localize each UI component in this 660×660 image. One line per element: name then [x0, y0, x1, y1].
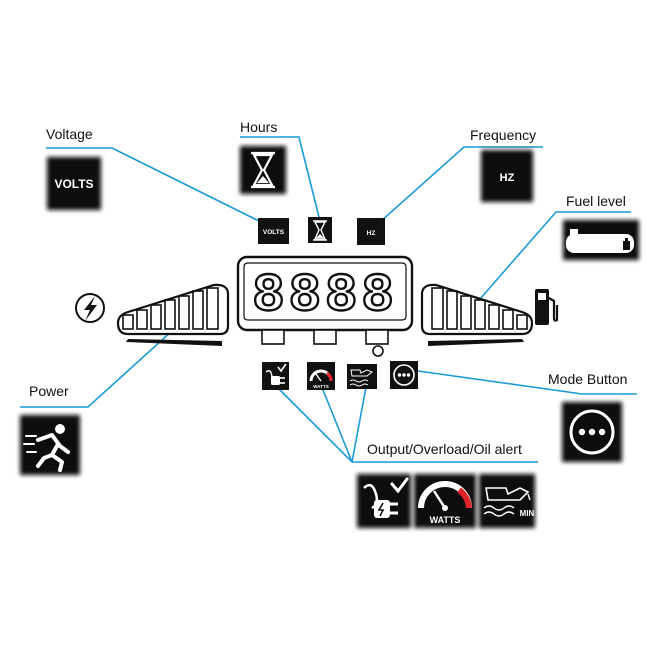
running-man-large-icon	[20, 415, 80, 475]
fuel-bar-gauge	[420, 283, 534, 346]
fuel-pump-icon	[535, 289, 559, 325]
oil-can-small-icon	[347, 364, 377, 389]
oil-can-large-icon: MIN	[479, 474, 535, 528]
svg-text:VOLTS: VOLTS	[263, 229, 285, 236]
power-bar-gauge	[116, 283, 230, 346]
svg-text:HZ: HZ	[367, 230, 376, 237]
hz-large-icon: HZ	[481, 150, 533, 202]
plug-check-large-icon	[357, 474, 411, 528]
volts-small-icon: VOLTS	[258, 218, 289, 244]
gauge-small-icon: WATTS	[307, 362, 335, 390]
leader-mode	[403, 368, 637, 395]
hz-small-icon: HZ	[357, 218, 385, 245]
leader-hours	[240, 136, 323, 230]
svg-text:WATTS: WATTS	[430, 515, 461, 525]
lightning-bolt-icon	[75, 293, 105, 323]
leader-overload	[318, 379, 353, 463]
leader-fuel	[472, 211, 631, 308]
leader-frequency	[370, 146, 543, 231]
svg-text:WATTS: WATTS	[313, 384, 328, 389]
three-dots-small-icon	[390, 361, 418, 389]
svg-text:VOLTS: VOLTS	[54, 177, 93, 191]
fuel-level-label: Fuel level	[566, 193, 626, 209]
voltage-label: Voltage	[46, 126, 93, 142]
svg-text:MIN: MIN	[520, 509, 535, 518]
leader-lines	[20, 136, 637, 463]
hourglass-small-icon	[308, 217, 332, 243]
output-overload-oil-label: Output/Overload/Oil alert	[367, 441, 522, 457]
three-dots-large-icon	[562, 402, 622, 462]
leader-voltage	[46, 147, 274, 229]
fuel-tank-large-icon	[563, 220, 639, 260]
hours-label: Hours	[240, 119, 278, 135]
volts-large-icon: VOLTS	[47, 157, 101, 210]
lcd-digits: 8888	[252, 266, 398, 327]
mode-button-label: Mode Button	[548, 371, 628, 387]
leader-oil	[351, 381, 368, 463]
leader-power	[20, 319, 185, 408]
hourglass-large-icon	[240, 146, 286, 194]
mode-indicator	[372, 345, 384, 357]
power-label: Power	[29, 383, 69, 399]
lcd-display: 8888	[236, 255, 414, 345]
plug-check-small-icon	[262, 362, 289, 390]
svg-text:HZ: HZ	[500, 172, 515, 184]
gauge-large-icon: WATTS	[414, 474, 476, 528]
frequency-label: Frequency	[470, 127, 537, 143]
